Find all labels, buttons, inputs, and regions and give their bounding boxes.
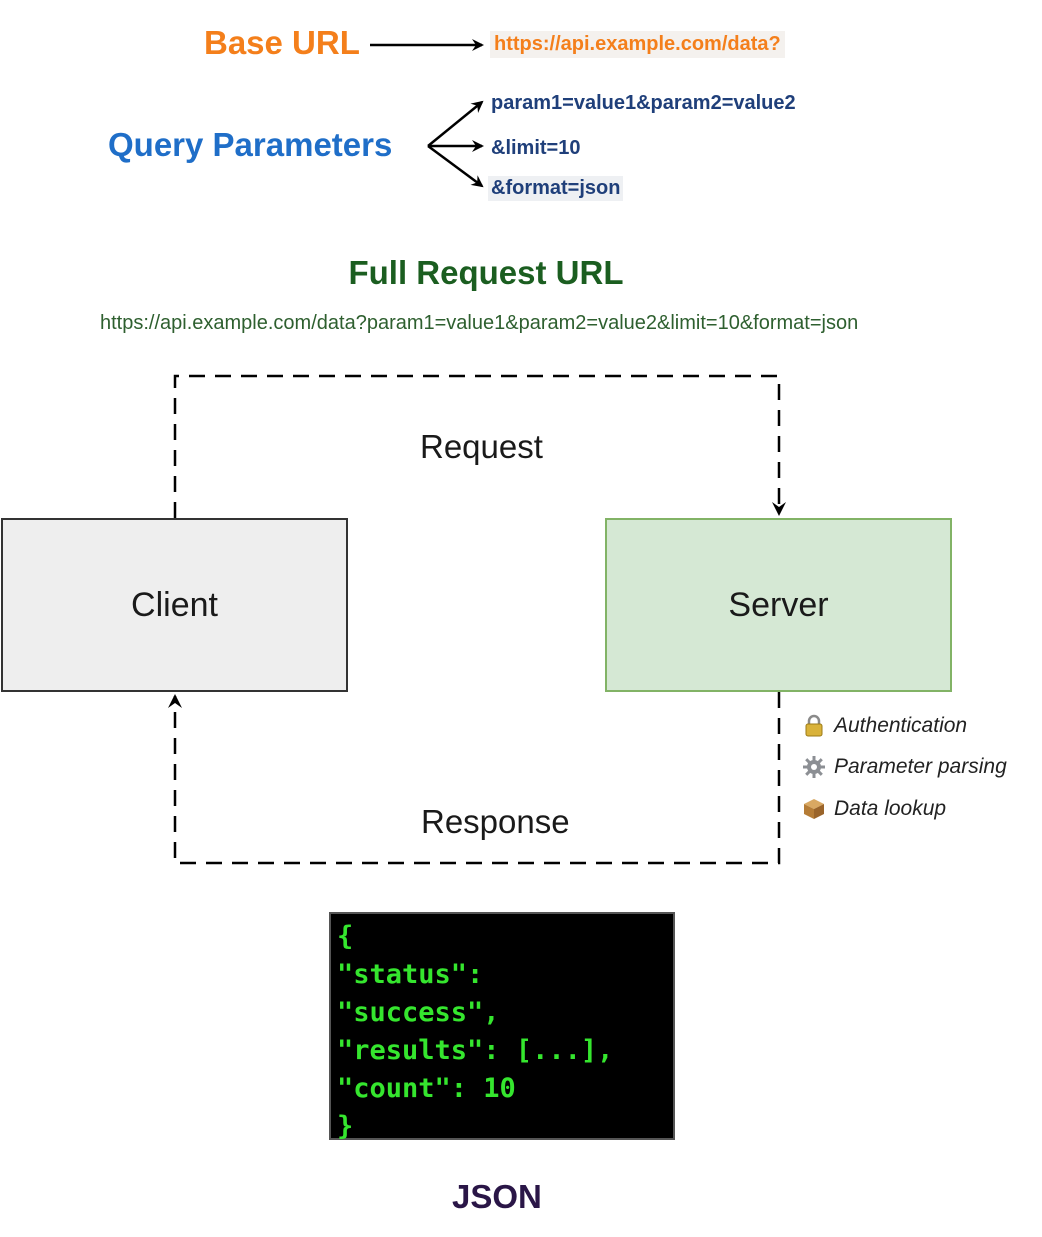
client-box: Client <box>1 518 348 692</box>
server-step-label: Authentication <box>834 714 968 737</box>
server-label: Server <box>728 585 829 624</box>
json-response-block: { "status": "success", "results": [...],… <box>329 912 675 1142</box>
query-parameter-arrows <box>427 100 484 188</box>
client-label: Client <box>131 585 218 624</box>
query-parameter-item: &format=json <box>488 176 624 201</box>
json-caption: JSON <box>452 1178 542 1215</box>
base-url-value: https://api.example.com/data? <box>490 31 785 58</box>
json-line: "status": <box>337 959 484 990</box>
server-step-parameter-parsing: Parameter parsing <box>802 755 1007 779</box>
json-line: "results": [...], <box>337 1035 614 1066</box>
lock-icon <box>802 714 826 738</box>
json-line: "count": 10 <box>337 1073 516 1104</box>
server-step-authentication: Authentication <box>802 714 967 738</box>
server-step-data-lookup: Data lookup <box>802 797 946 821</box>
request-label: Request <box>420 428 543 465</box>
full-request-title: Full Request URL <box>348 254 624 291</box>
query-parameter-item: &limit=10 <box>491 137 581 159</box>
json-line: { <box>337 921 354 952</box>
json-line: } <box>337 1111 354 1142</box>
json-line: "success", <box>337 997 500 1028</box>
response-connector <box>168 692 781 865</box>
query-parameter-item: param1=value1&param2=value2 <box>491 92 796 114</box>
full-request-url: https://api.example.com/data?param1=valu… <box>100 312 859 334</box>
request-connector <box>173 374 786 518</box>
response-label: Response <box>421 803 570 840</box>
query-parameters-label: Query Parameters <box>108 126 393 163</box>
server-box: Server <box>605 518 952 692</box>
server-step-label: Data lookup <box>834 797 947 820</box>
gear-icon <box>802 755 826 779</box>
package-icon <box>802 797 826 821</box>
base-url-label: Base URL <box>204 24 360 61</box>
server-step-label: Parameter parsing <box>834 755 1007 778</box>
